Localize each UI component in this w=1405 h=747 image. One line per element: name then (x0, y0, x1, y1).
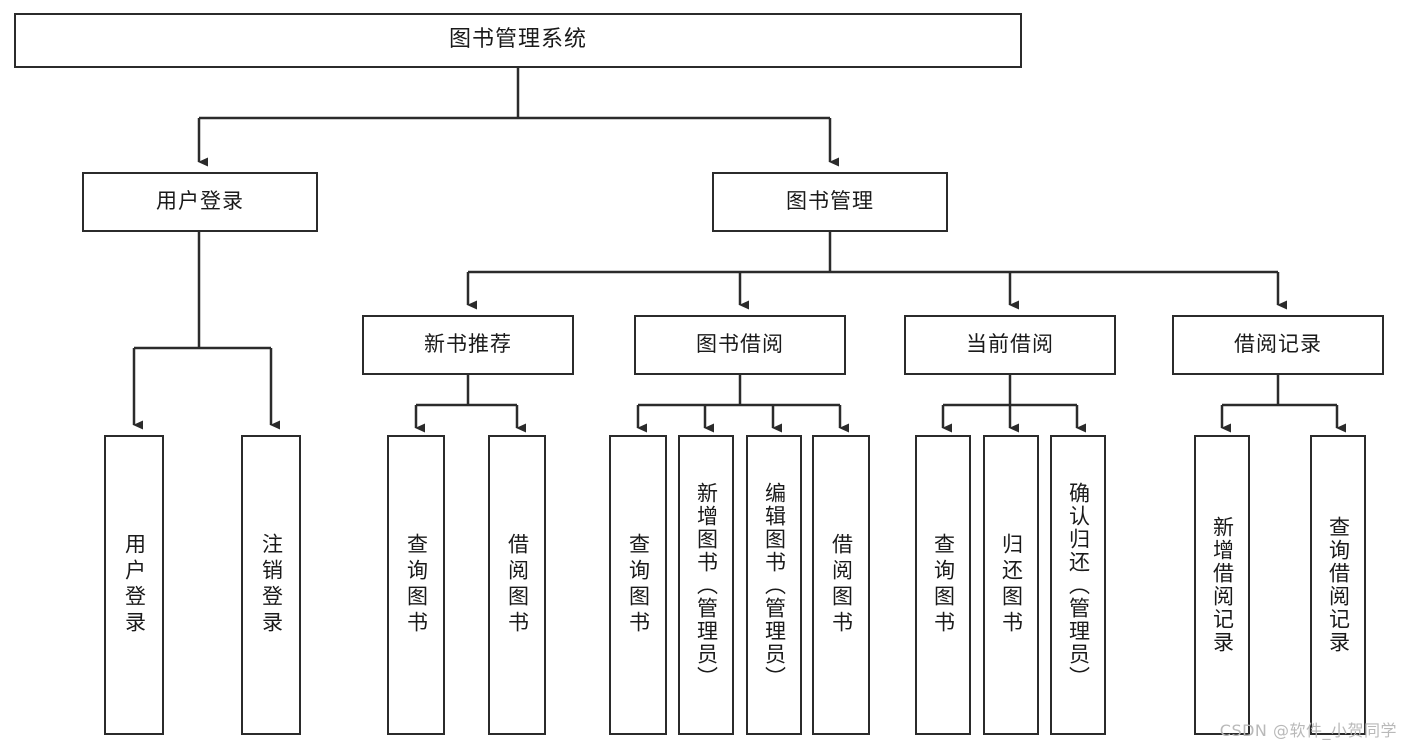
leaf-new-book-borrow[interactable]: 借阅图书 (488, 435, 546, 735)
leaf-current-confirm-return-admin[interactable]: 确认归还（管理员） (1050, 435, 1106, 735)
node-new-book-recommend[interactable]: 新书推荐 (362, 315, 574, 375)
leaf-borrow-query-book[interactable]: 查询图书 (609, 435, 667, 735)
leaf-record-add-borrow-record[interactable]: 新增借阅记录 (1194, 435, 1250, 735)
leaf-new-book-query[interactable]: 查询图书 (387, 435, 445, 735)
leaf-borrow-borrow-book[interactable]: 借阅图书 (812, 435, 870, 735)
node-book-borrow[interactable]: 图书借阅 (634, 315, 846, 375)
node-book-management[interactable]: 图书管理 (712, 172, 948, 232)
leaf-record-query-borrow-record[interactable]: 查询借阅记录 (1310, 435, 1366, 735)
leaf-current-query-book[interactable]: 查询图书 (915, 435, 971, 735)
leaf-current-return-book[interactable]: 归还图书 (983, 435, 1039, 735)
leaf-borrow-add-book-admin[interactable]: 新增图书（管理员） (678, 435, 734, 735)
leaf-borrow-edit-book-admin[interactable]: 编辑图书（管理员） (746, 435, 802, 735)
node-root-system[interactable]: 图书管理系统 (14, 13, 1022, 68)
leaf-user-login-signin[interactable]: 用户登录 (104, 435, 164, 735)
node-borrow-record[interactable]: 借阅记录 (1172, 315, 1384, 375)
watermark-text: CSDN @软件_小贺同学 (1219, 721, 1397, 740)
node-user-login[interactable]: 用户登录 (82, 172, 318, 232)
node-current-borrow[interactable]: 当前借阅 (904, 315, 1116, 375)
leaf-user-login-signout[interactable]: 注销登录 (241, 435, 301, 735)
